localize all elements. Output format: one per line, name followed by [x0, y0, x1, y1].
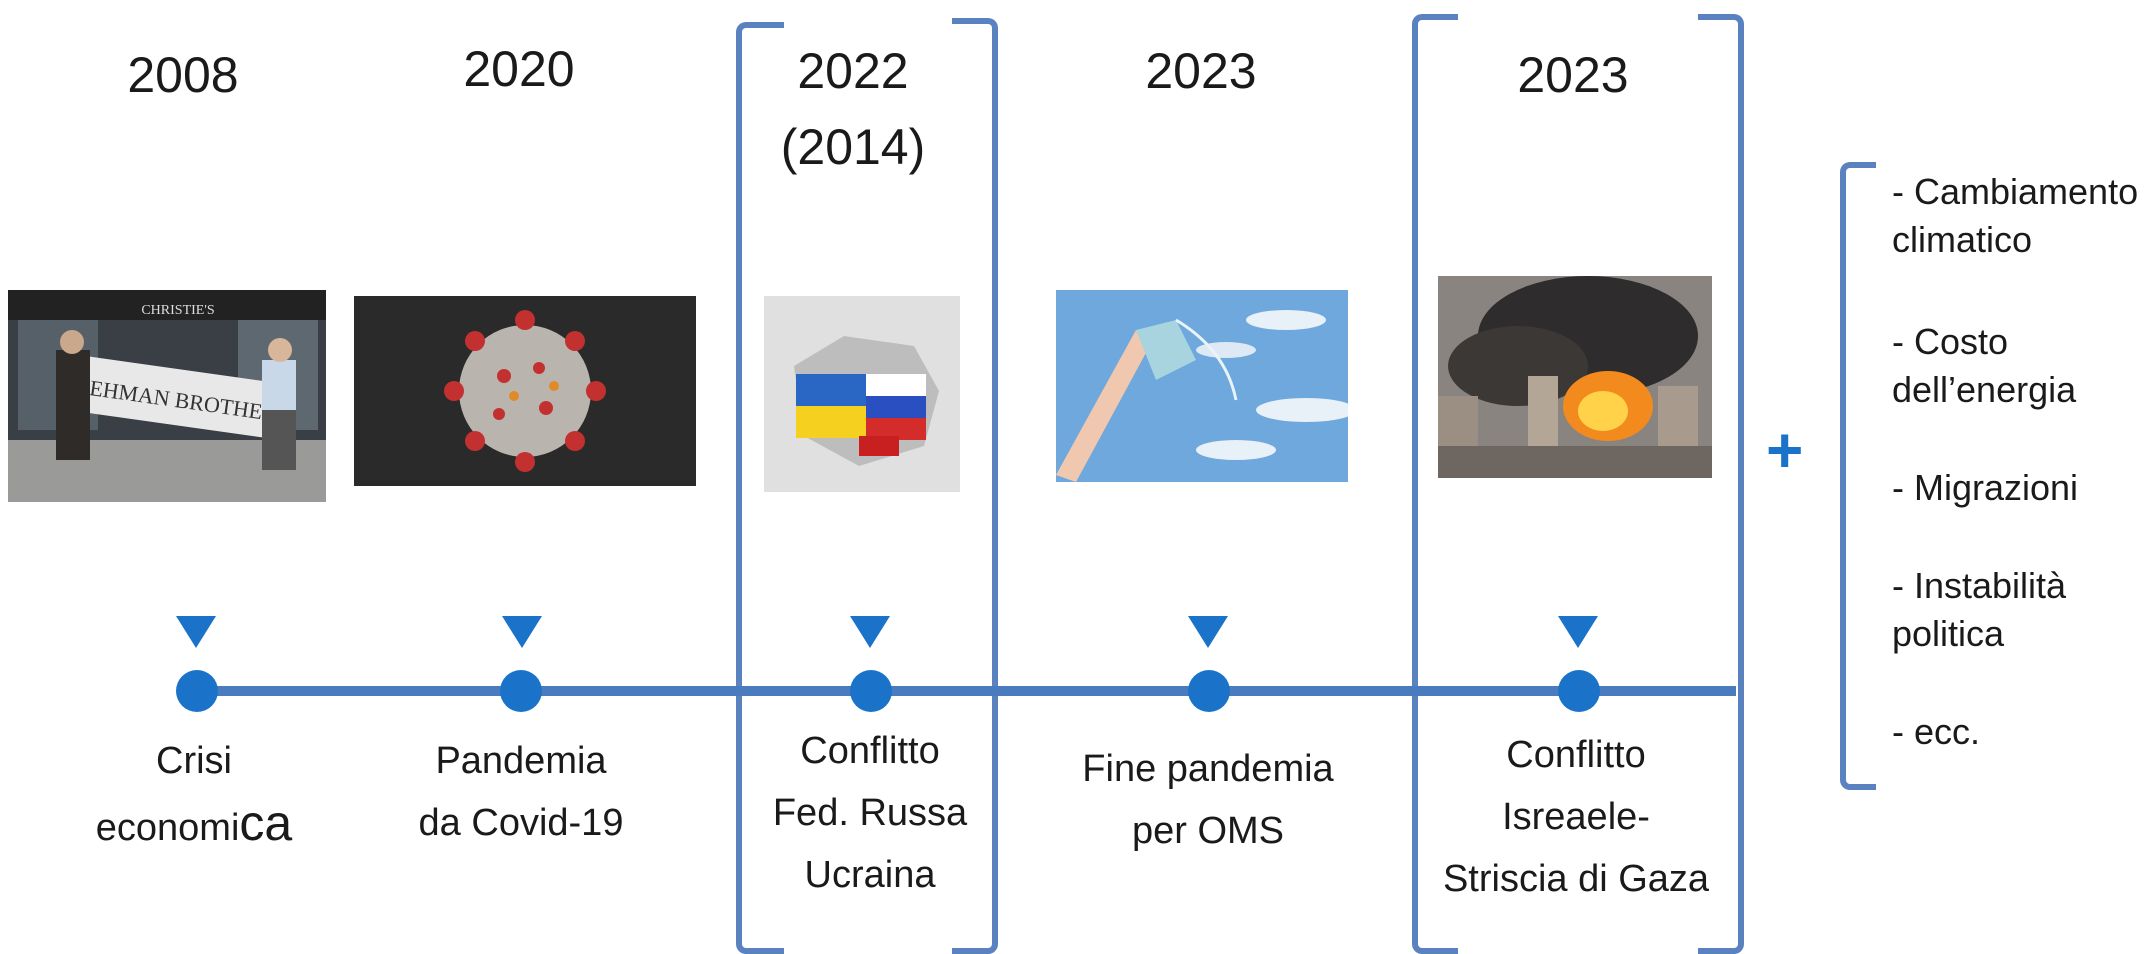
label-line: Fed. Russa: [772, 792, 968, 834]
arrow-2022: [850, 616, 890, 648]
arrow-2020: [502, 616, 542, 648]
label-line: Striscia di Gaza: [1442, 858, 1710, 900]
lehman-brothers-photo: CHRISTIE'S LEHMAN BROTHERS: [8, 290, 326, 502]
side-item-migrazioni: - Migrazioni: [1892, 464, 2078, 512]
label-big-part: ca: [239, 795, 293, 851]
timeline-axis: [196, 686, 1736, 696]
label-line: Isreaele-: [1502, 796, 1650, 838]
label-crisi-economica: Crisi economica: [94, 730, 294, 859]
arrow-2023-gaza: [1558, 616, 1598, 648]
label-line: Ucraina: [804, 854, 936, 896]
year-2020: 2020: [463, 41, 575, 97]
dot-2008: [176, 670, 218, 712]
plus-sign: +: [1766, 414, 1804, 486]
side-line: - Cambiamento: [1892, 171, 2139, 212]
label-line: Pandemia: [435, 740, 607, 782]
ukraine-russia-puzzle-photo: [764, 296, 960, 492]
label-conflitto-ucraina: Conflitto Fed. Russa Ucraina: [760, 720, 980, 906]
covid-virus-photo: [354, 296, 696, 486]
label-conflitto-gaza: Conflitto Isreaele- Striscia di Gaza: [1434, 724, 1718, 910]
mask-in-sky-photo: [1056, 290, 1348, 482]
label-line: Crisi: [156, 740, 232, 782]
side-line: dell’energia: [1892, 369, 2077, 410]
label-fine-pandemia: Fine pandemia per OMS: [1066, 738, 1350, 862]
year-2023-gaza: 2023: [1517, 47, 1629, 103]
christies-sign-text: CHRISTIE'S: [141, 303, 214, 318]
dot-2022: [850, 670, 892, 712]
side-line: - Costo: [1892, 321, 2009, 362]
label-line: Conflitto: [1506, 734, 1646, 776]
side-line: - Instabilità: [1892, 565, 2067, 606]
side-line: - Migrazioni: [1892, 467, 2079, 508]
year-2023-oms: 2023: [1145, 43, 1257, 99]
side-item-costo: - Costo dell’energia: [1892, 318, 2076, 414]
gaza-explosion-photo: [1438, 276, 1712, 478]
dot-2023-gaza: [1558, 670, 1600, 712]
side-line: climatico: [1892, 219, 2033, 260]
label-line: da Covid-19: [418, 802, 624, 844]
arrow-2008: [176, 616, 216, 648]
label-line: Fine pandemia: [1082, 748, 1334, 790]
label-line: economica: [94, 792, 294, 859]
side-item-ecc: - ecc.: [1892, 708, 1980, 756]
label-pandemia: Pandemia da Covid-19: [408, 730, 634, 854]
side-item-instabilita: - Instabilità politica: [1892, 562, 2066, 658]
label-line: per OMS: [1131, 810, 1285, 852]
dot-2020: [500, 670, 542, 712]
year-2022: 2022: [797, 43, 909, 99]
label-line: Conflitto: [800, 730, 940, 772]
arrow-2023-oms: [1188, 616, 1228, 648]
dot-2023-oms: [1188, 670, 1230, 712]
side-list-bracket: [1840, 162, 1876, 790]
year-2008: 2008: [127, 47, 239, 103]
year-2014-sub: (2014): [780, 119, 926, 175]
label-small-part: economi: [95, 807, 240, 849]
side-line: - ecc.: [1892, 711, 1981, 752]
side-line: politica: [1892, 613, 2005, 654]
side-item-cambiamento: - Cambiamento climatico: [1892, 168, 2138, 264]
